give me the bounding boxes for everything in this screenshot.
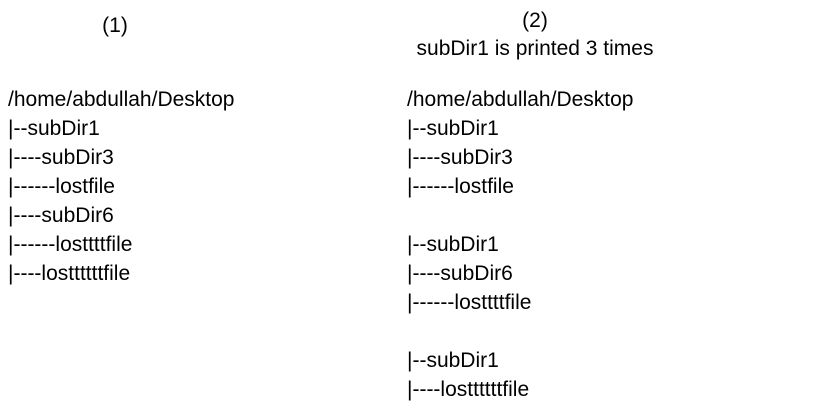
tree-line: /home/abdullah/Desktop	[407, 88, 634, 111]
tree-line: /home/abdullah/Desktop	[8, 88, 235, 111]
tree-blank-line	[407, 201, 633, 230]
tree-line: |----subDir3	[407, 146, 513, 169]
tree-line: |----subDir6	[8, 204, 114, 227]
tree-line: |--subDir1	[407, 117, 499, 140]
left-heading: (1)	[102, 14, 128, 37]
tree-line: |----losttttttfile	[407, 378, 530, 401]
tree-line: |------lostfile	[8, 175, 115, 198]
tree-line: |----losttttttfile	[8, 262, 131, 285]
right-heading: (2)	[522, 9, 548, 32]
tree-line: |----subDir6	[407, 262, 513, 285]
tree-line: |------losttttfile	[8, 233, 133, 256]
left-directory-tree: /home/abdullah/Desktop |--subDir1 |----s…	[8, 85, 234, 288]
right-directory-tree: /home/abdullah/Desktop |--subDir1 |----s…	[407, 85, 633, 404]
tree-line: |--subDir1	[8, 117, 100, 140]
right-subtitle: subDir1 is printed 3 times	[416, 37, 654, 60]
tree-line: |----subDir3	[8, 146, 114, 169]
tree-line: |--subDir1	[407, 349, 499, 372]
tree-line: |------losttttfile	[407, 291, 532, 314]
tree-line: |------lostfile	[407, 175, 514, 198]
tree-blank-line	[407, 317, 633, 346]
tree-line: |--subDir1	[407, 233, 499, 256]
